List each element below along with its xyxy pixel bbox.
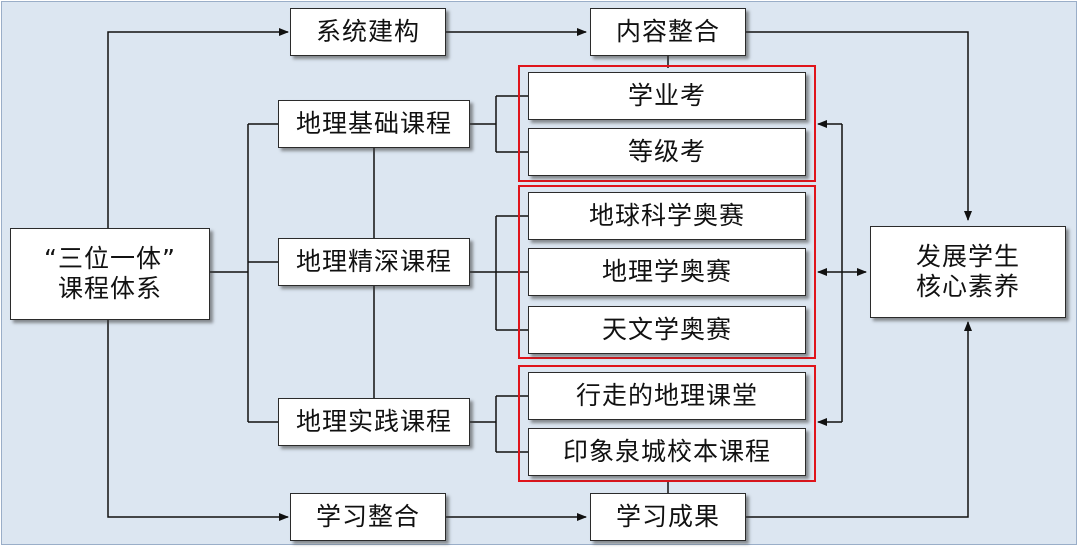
course-box-practice: 地理实践课程 (278, 398, 470, 446)
practice-item-walking-class: 行走的地理课堂 (528, 372, 806, 420)
exam-item-grade: 等级考 (528, 128, 806, 176)
system-build-box: 系统建构 (290, 8, 446, 56)
curriculum-system-line2: 课程体系 (57, 274, 162, 303)
arrow-content-to-goal (746, 31, 972, 221)
curriculum-system-line1: “三位一体” (44, 244, 176, 273)
core-literacy-goal-box: 发展学生 核心素养 (870, 226, 1066, 318)
goal-line1: 发展学生 (915, 242, 1020, 271)
olympiad-group (518, 185, 816, 359)
study-integration-box: 学习整合 (290, 493, 446, 541)
olympiad-item-earth-science: 地球科学奥赛 (528, 192, 806, 240)
goal-line2: 核心素养 (915, 272, 1020, 301)
study-results-box: 学习成果 (590, 493, 746, 541)
course-box-advanced: 地理精深课程 (278, 238, 470, 286)
exam-group (518, 65, 816, 182)
practice-group (518, 365, 816, 482)
content-integration-box: 内容整合 (590, 8, 746, 56)
arrow-results-to-goal (746, 321, 972, 518)
course-box-basic: 地理基础课程 (278, 100, 470, 148)
curriculum-system-box: “三位一体” 课程体系 (10, 228, 210, 320)
olympiad-item-astronomy: 天文学奥赛 (528, 306, 806, 354)
arrow-to-system-build (107, 28, 289, 228)
exam-item-academic: 学业考 (528, 72, 806, 120)
practice-item-school-course: 印象泉城校本课程 (528, 428, 806, 476)
arrow-to-study-integration (107, 320, 289, 521)
olympiad-item-geography: 地理学奥赛 (528, 248, 806, 296)
